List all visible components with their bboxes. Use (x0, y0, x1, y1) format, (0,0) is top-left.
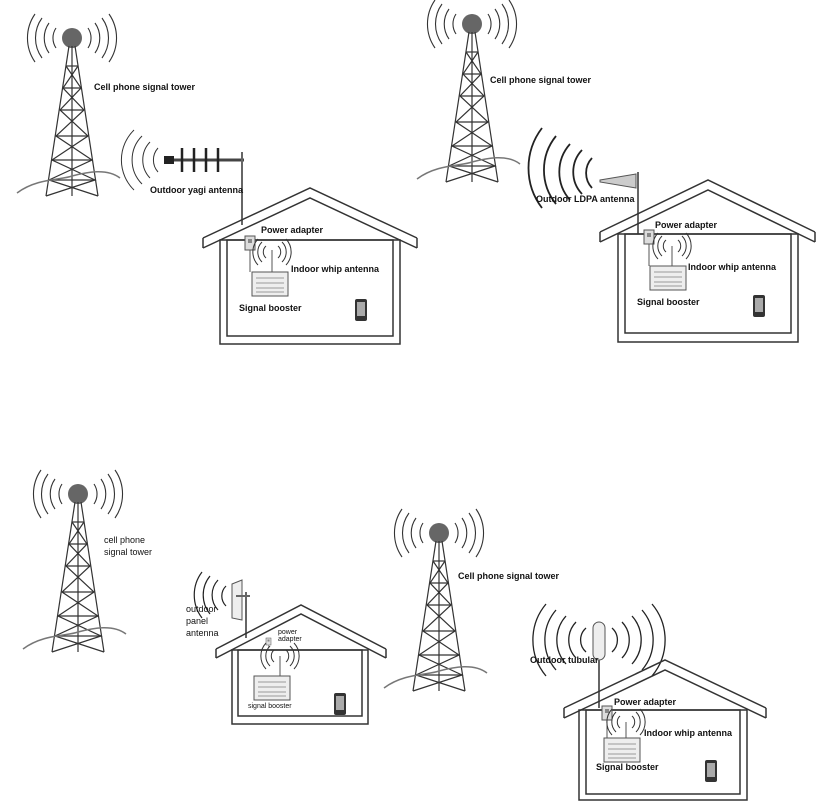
panel-panel-antenna: cell phone signal tower outdoor panel an… (22, 469, 387, 725)
phone-icon (334, 693, 346, 715)
panel-antenna-icon (193, 571, 250, 638)
tower-label-line1: cell phone (104, 535, 145, 545)
whip-label: Indoor whip antenna (688, 262, 777, 272)
phone-icon (705, 760, 717, 782)
tubular-antenna-icon (532, 603, 666, 708)
booster-label: Signal booster (596, 762, 659, 772)
signal-booster-icon (251, 271, 289, 297)
whip-label: Indoor whip antenna (644, 728, 733, 738)
panel-tubular: Cell phone signal tower Outdoor tubular (383, 508, 767, 801)
yagi-antenna-icon (120, 129, 244, 225)
adapter-label: Power adapter (655, 220, 718, 230)
signal-booster-icon (649, 265, 687, 291)
adapter-label: Power adapter (261, 225, 324, 235)
adapter-label-line2: adapter (278, 636, 302, 643)
signal-booster-icon (603, 737, 641, 763)
outdoor-antenna-label: Outdoor LDPA antenna (536, 194, 635, 204)
tower-label-line2: signal tower (104, 547, 152, 557)
adapter-label-line1: power (278, 629, 298, 636)
phone-icon (355, 299, 367, 321)
outdoor-antenna-label: Outdoor yagi antenna (150, 185, 244, 195)
booster-label: Signal booster (637, 297, 700, 307)
power-adapter-icon (265, 637, 272, 649)
ldpa-antenna-icon (527, 127, 639, 234)
adapter-label: Power adapter (614, 697, 677, 707)
signal-booster-icon (253, 675, 291, 701)
outdoor-label-line3: antenna (186, 628, 219, 638)
booster-label: Signal booster (239, 303, 302, 313)
house-icon (215, 604, 387, 725)
tower-label: Cell phone signal tower (458, 571, 560, 581)
outdoor-label-line1: outdoor (186, 604, 217, 614)
house-icon (563, 659, 767, 801)
panel-ldpa: Cell phone signal tower Outdoor LDPA ant… (416, 0, 816, 343)
outdoor-antenna-label: Outdoor tubular (530, 655, 599, 665)
whip-label: Indoor whip antenna (291, 264, 380, 274)
outdoor-label-line2: panel (186, 616, 208, 626)
house-icon (202, 187, 418, 345)
phone-icon (753, 295, 765, 317)
tower-label: Cell phone signal tower (490, 75, 592, 85)
booster-label: signal booster (248, 703, 292, 710)
panel-yagi: Cell phone signal tower Outdoor yagi ant… (16, 13, 418, 345)
tower-label: Cell phone signal tower (94, 82, 196, 92)
house-icon (599, 179, 816, 343)
